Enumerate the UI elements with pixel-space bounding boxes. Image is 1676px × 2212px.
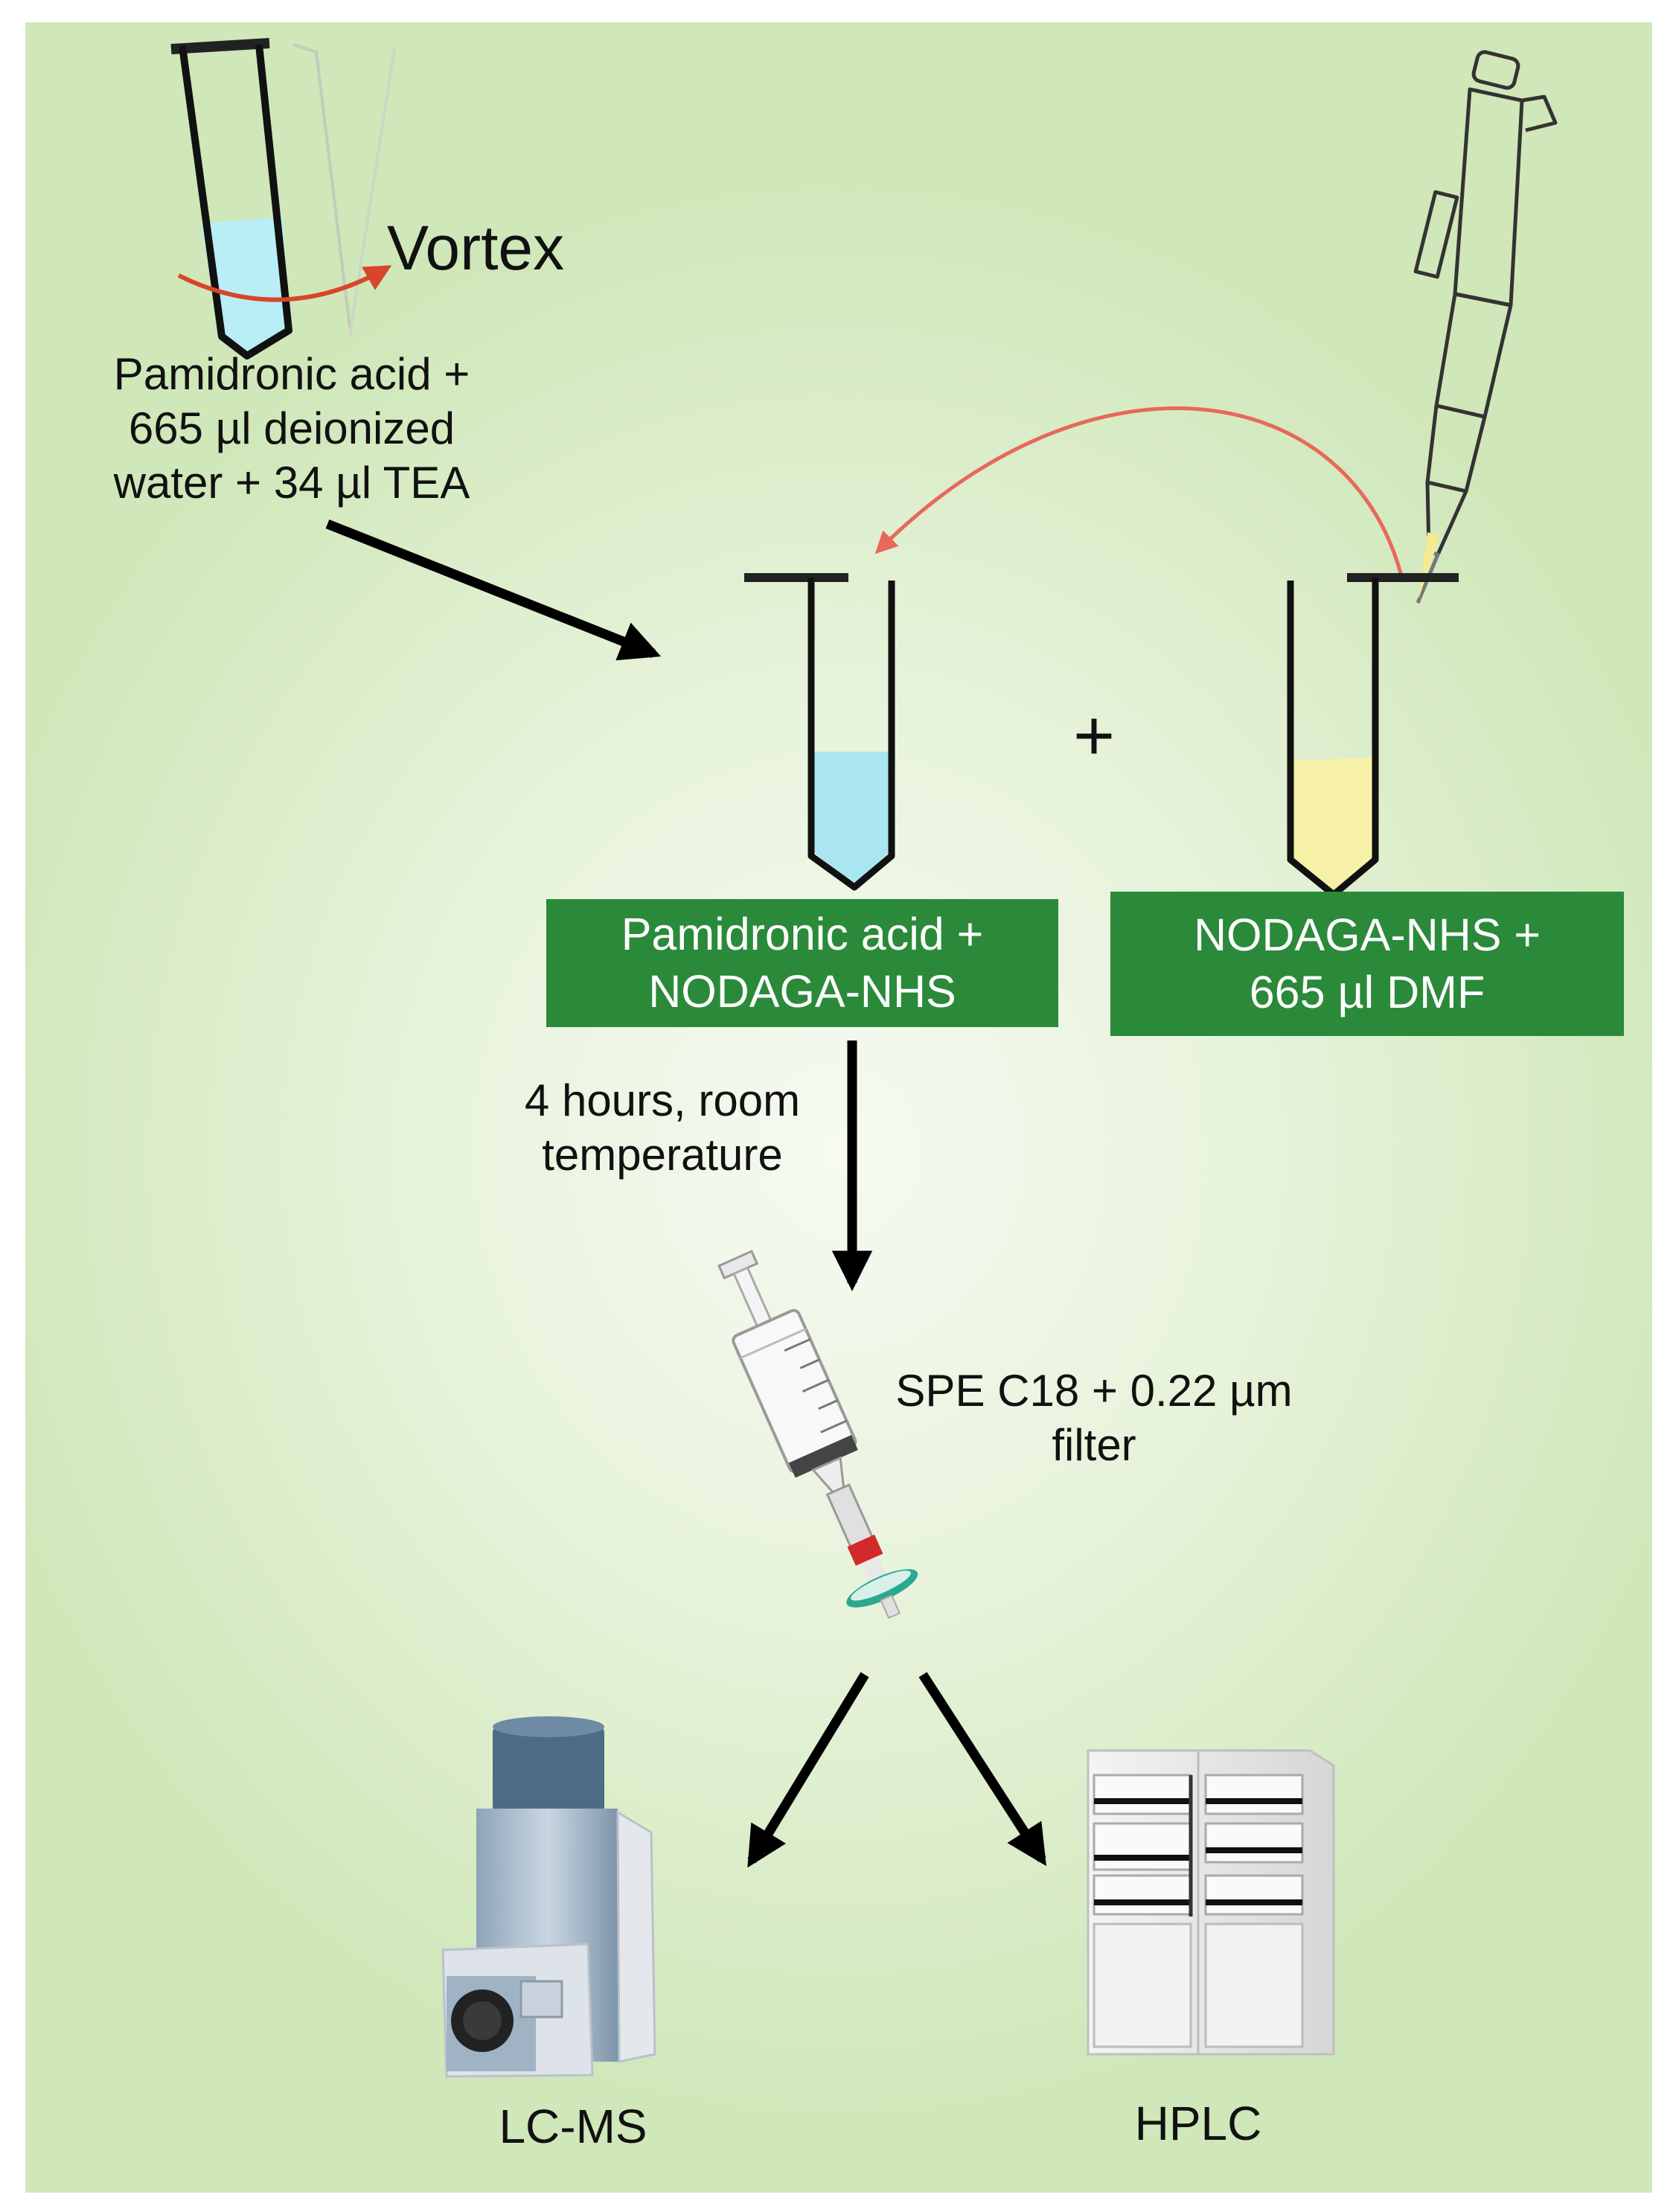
arrow-to-hplc: [918, 1672, 1046, 1867]
diagram-panel: [25, 22, 1652, 2193]
arrow-to-reaction: [325, 519, 662, 661]
incubation-line-1: 4 hours, room: [524, 1075, 801, 1125]
incubation-label: 4 hours, room temperature: [461, 1073, 863, 1182]
vortex-label: Vortex: [387, 213, 565, 283]
reaction-tube-icon: [744, 573, 895, 891]
plus-sign: +: [1072, 696, 1116, 776]
reaction-box-line-1: Pamidronic acid +: [621, 909, 984, 960]
reaction-mixture-box: Pamidronic acid + NODAGA-NHS: [546, 899, 1058, 1027]
step1-description: Pamidronic acid + 665 µl deionized water…: [46, 347, 537, 511]
transfer-arrow-icon: [874, 406, 1405, 583]
nodaga-box-line-2: 665 µl DMF: [1249, 967, 1485, 1017]
arrow-to-lcms: [747, 1672, 869, 1868]
nodaga-solution-box: NODAGA-NHS + 665 µl DMF: [1110, 892, 1624, 1036]
lcms-instrument-icon: [441, 1716, 656, 2078]
vortex-arrow-icon: [177, 265, 392, 302]
vortex-tube-icon: [170, 38, 396, 359]
hplc-instrument-icon: [1087, 1749, 1335, 2056]
nodaga-box-line-1: NODAGA-NHS +: [1193, 910, 1541, 961]
step1-line-2: 665 µl deionized: [128, 403, 455, 454]
lcms-label: LC-MS: [499, 2100, 647, 2153]
step1-line-3: water + 34 µl TEA: [113, 458, 470, 508]
syringe-filter-icon: [717, 1250, 918, 1620]
step1-line-1: Pamidronic acid +: [113, 349, 470, 399]
filtration-line-1: SPE C18 + 0.22 µm: [895, 1366, 1293, 1416]
hplc-label: HPLC: [1134, 2097, 1262, 2150]
filtration-line-2: filter: [1052, 1420, 1136, 1471]
incubation-line-2: temperature: [542, 1130, 783, 1180]
filtration-label: SPE C18 + 0.22 µm filter: [841, 1364, 1347, 1472]
pipette-icon: [1413, 50, 1558, 604]
reaction-box-line-2: NODAGA-NHS: [648, 966, 956, 1017]
nodaga-tube-icon: [1287, 573, 1459, 898]
